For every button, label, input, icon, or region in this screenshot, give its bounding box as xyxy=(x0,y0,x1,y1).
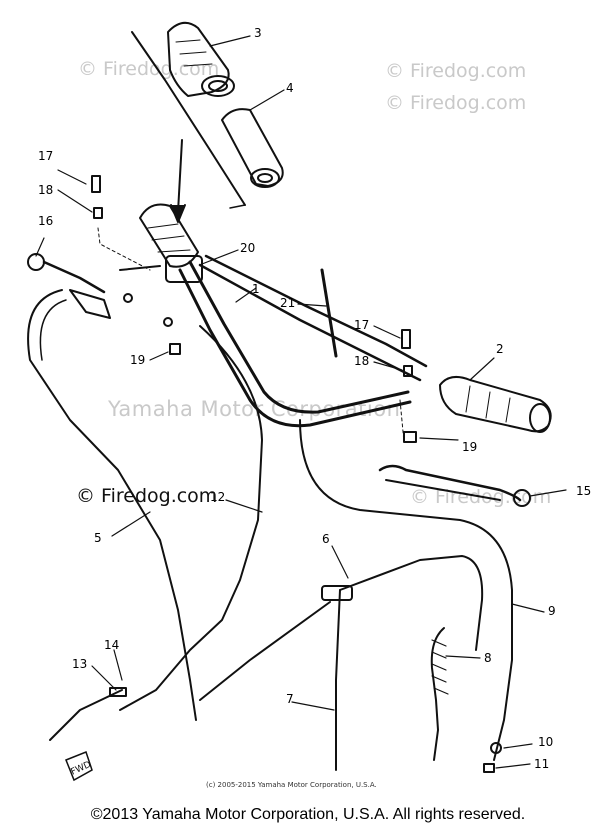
callout-11: 11 xyxy=(534,757,550,771)
watermark-top-right-second: © Firedog.com xyxy=(385,92,527,114)
small-copyright: (c) 2005-2015 Yamaha Motor Corporation, … xyxy=(206,781,377,789)
parts-diagram: FWD xyxy=(27,21,567,782)
callout-19: 19 xyxy=(130,353,146,367)
callout-17-right: 17 xyxy=(354,318,370,332)
callout-12: 12 xyxy=(210,490,226,504)
callout-1: 1 xyxy=(252,282,260,296)
callout-17: 17 xyxy=(38,149,54,163)
callout-14: 14 xyxy=(104,638,120,652)
callout-15: 15 xyxy=(576,484,592,498)
callout-4: 4 xyxy=(286,81,294,95)
callout-20: 20 xyxy=(240,241,256,255)
callout-5: 5 xyxy=(94,531,102,545)
callout-19-right: 19 xyxy=(462,440,478,454)
firedog-label: © Firedog.com xyxy=(76,485,218,507)
watermark-top-left: © Firedog.com xyxy=(78,58,220,80)
callout-7: 7 xyxy=(286,692,294,706)
callout-13: 13 xyxy=(72,657,88,671)
callout-18: 18 xyxy=(38,183,54,197)
callout-18-right: 18 xyxy=(354,354,370,368)
callout-16: 16 xyxy=(38,214,54,228)
callout-9: 9 xyxy=(548,604,556,618)
watermark-top-right: © Firedog.com xyxy=(385,60,527,82)
callout-6: 6 xyxy=(322,532,330,546)
callout-21: 21 xyxy=(280,296,296,310)
callout-2: 2 xyxy=(496,342,504,356)
footer-copyright: ©2013 Yamaha Motor Corporation, U.S.A. A… xyxy=(90,806,526,823)
fwd-badge-label: FWD xyxy=(69,760,92,778)
callout-8: 8 xyxy=(484,651,492,665)
callout-10: 10 xyxy=(538,735,554,749)
callout-3: 3 xyxy=(254,26,262,40)
fwd-arrow-icon: FWD xyxy=(65,751,93,782)
